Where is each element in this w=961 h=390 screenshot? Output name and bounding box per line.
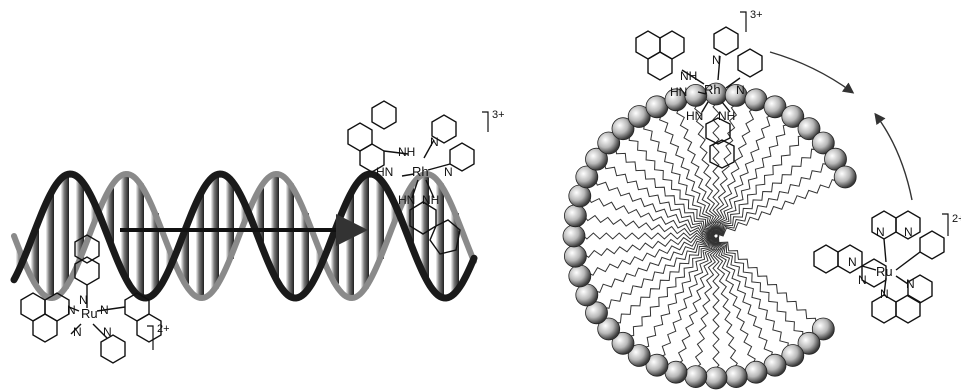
- rh-charge-label: 3+: [750, 9, 763, 21]
- surfactant-headgroup: [725, 366, 747, 388]
- n-atom-label: N: [712, 53, 721, 67]
- n-atom-label: N: [906, 277, 915, 291]
- base-pair-rung: [271, 174, 279, 277]
- ru-metal-label: Ru: [876, 264, 893, 279]
- surfactant-headgroup: [685, 366, 707, 388]
- n-atom-label: N: [79, 293, 88, 307]
- ru-complex-left: N Ru N N N N 2+: [21, 235, 170, 363]
- hn-atom-label: HN: [398, 193, 415, 207]
- base-pair-rung: [361, 175, 369, 288]
- n-atom-label: N: [430, 135, 439, 149]
- surfactant-headgroup: [564, 245, 586, 267]
- n-atom-label: N: [876, 225, 885, 239]
- nh-atom-label: NH: [422, 193, 439, 207]
- base-pair-rung: [421, 174, 429, 277]
- n-atom-label: N: [848, 255, 857, 269]
- rh-charge-label: 3+: [492, 109, 505, 121]
- base-pair-rung: [286, 184, 294, 297]
- ru-charge-label: 2+: [952, 213, 961, 225]
- hn-atom-label: HN: [670, 85, 687, 99]
- surfactant-headgroup: [569, 265, 591, 287]
- surfactant-tail: [718, 234, 823, 329]
- n-atom-label: N: [100, 303, 109, 317]
- surfactant-headgroup: [563, 225, 585, 247]
- n-atom-label: N: [73, 325, 82, 339]
- surfactant-headgroup: [705, 367, 727, 389]
- n-atom-label: N: [67, 303, 76, 317]
- hn-atom-label: HN: [376, 165, 393, 179]
- ru-complex-right: N N Ru N N N N 2+: [814, 211, 961, 323]
- base-pair-rung: [346, 195, 354, 298]
- base-pair-rung: [196, 195, 204, 298]
- surfactant-headgroup: [834, 166, 856, 188]
- n-atom-label: N: [858, 273, 867, 287]
- surfactant-headgroup: [564, 205, 586, 227]
- base-pair-rung: [121, 174, 129, 277]
- nh-atom-label: NH: [398, 145, 415, 159]
- n-atom-label: N: [904, 225, 913, 239]
- rotation-arrow-top: [770, 52, 852, 92]
- base-pair-rung: [61, 175, 69, 288]
- hn-atom-label: HN: [686, 109, 703, 123]
- micelle: [563, 52, 912, 389]
- ru-charge-label: 2+: [157, 323, 170, 335]
- ru-metal-label: Ru: [81, 306, 98, 321]
- rotation-arrow-right: [876, 115, 912, 200]
- n-atom-label: N: [880, 287, 889, 301]
- rh-metal-label: Rh: [412, 164, 429, 179]
- n-atom-label: N: [736, 83, 745, 97]
- nh-atom-label: NH: [680, 69, 697, 83]
- base-pair-rung: [46, 195, 54, 298]
- n-atom-label: N: [444, 165, 453, 179]
- rh-metal-label: Rh: [704, 82, 721, 97]
- n-atom-label: N: [103, 325, 112, 339]
- nh-atom-label: NH: [718, 109, 735, 123]
- surfactant-headgroup: [745, 361, 767, 383]
- base-pair-rung: [136, 184, 144, 297]
